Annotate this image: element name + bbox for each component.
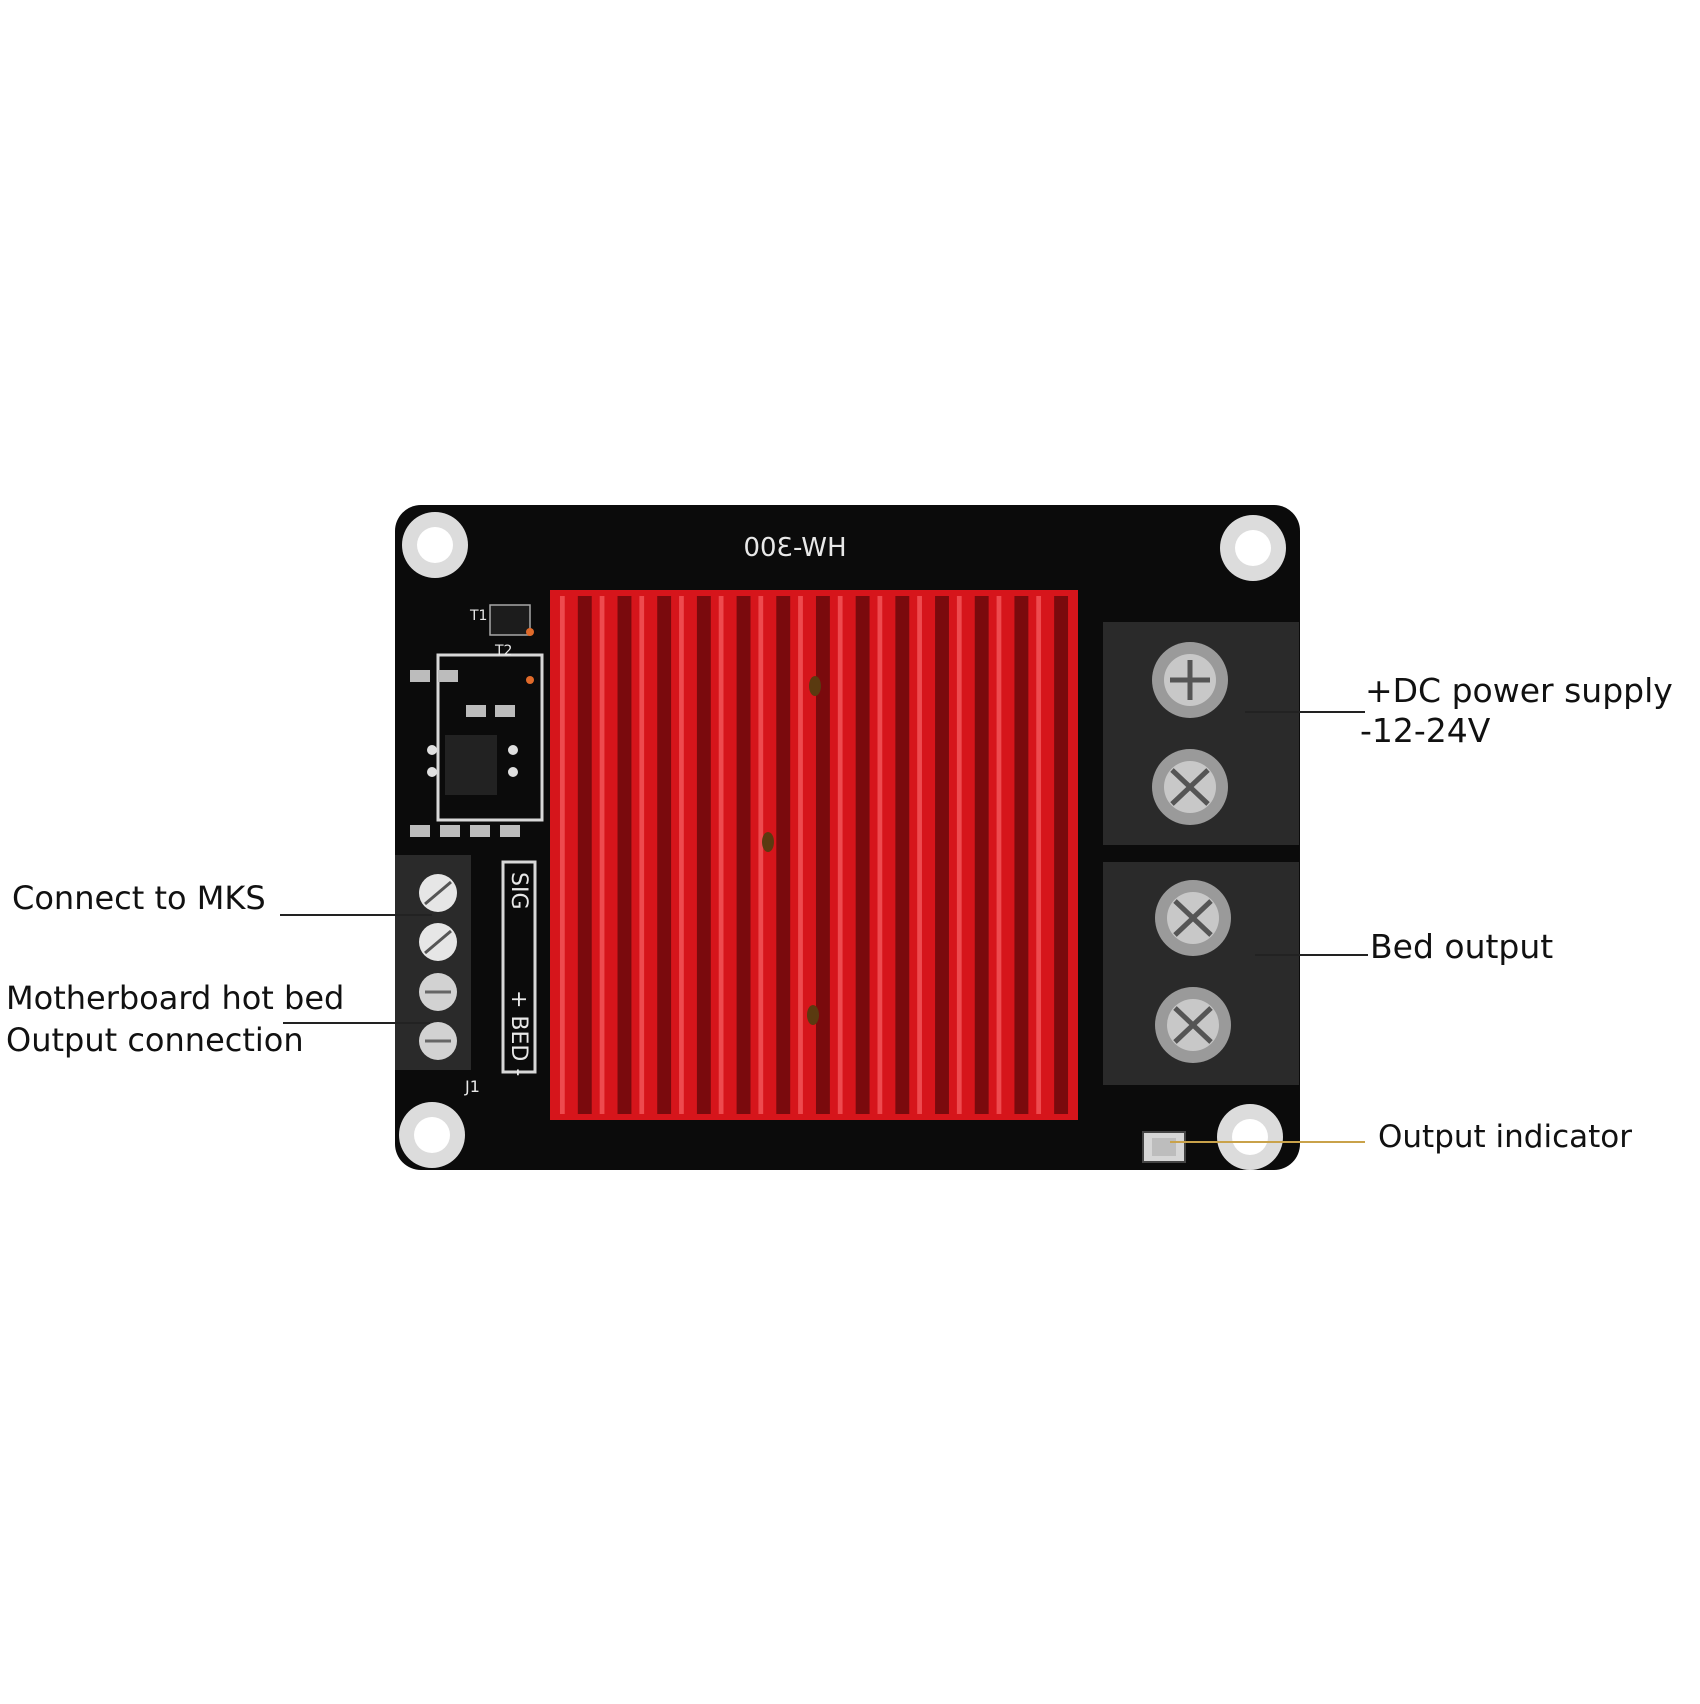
heatsink-fin-gap [657, 596, 672, 1114]
label-dc-power-line2: -12-24V [1360, 711, 1491, 750]
heatsink-fin-gap [1054, 596, 1069, 1114]
heatsink-fin-highlight [917, 596, 922, 1114]
heatsink-fin-gap [736, 596, 751, 1114]
heatsink-fin-gap [1014, 596, 1029, 1114]
heatsink-fin-gap [617, 596, 632, 1114]
power-terminal-screws [1152, 642, 1228, 825]
heatsink-fin-highlight [718, 596, 724, 1114]
rivet [762, 832, 774, 852]
bed-terminal-screws [1155, 880, 1231, 1063]
control-circuit [410, 604, 544, 837]
mounting-hole-top-right [1220, 515, 1286, 581]
heatsink-fin-gap [696, 596, 711, 1114]
silk-t2: T2 [494, 643, 512, 659]
heatsink-fin-highlight [758, 596, 764, 1114]
silk-t1: T1 [469, 608, 487, 624]
silk-box [501, 860, 537, 1074]
heatsink-fin-gap [974, 596, 989, 1114]
heatsink-fin-gap [776, 596, 791, 1114]
driver-chip [445, 735, 497, 795]
silk-j1: J1 [464, 1077, 480, 1096]
heatsink-fin-highlight [956, 596, 962, 1114]
label-bed-output: Bed output [1370, 927, 1554, 966]
rivet [807, 1005, 819, 1025]
silk-bed-label: + BED - [506, 990, 531, 1076]
rivet [809, 676, 821, 696]
label-connect-mks: Connect to MKS [12, 879, 266, 917]
heatsink-fin-highlight [877, 596, 883, 1114]
heatsink-fins [559, 596, 1069, 1114]
mounting-hole-bottom-right [1217, 1104, 1283, 1170]
heatsink-fin-highlight [559, 596, 565, 1114]
heatsink-fin-highlight [599, 596, 605, 1114]
heatsink-fin-gap [815, 596, 830, 1114]
heatsink-fin-gap [577, 596, 592, 1114]
silk-signal-label: SIG [506, 872, 531, 910]
label-dc-power-line1: +DC power supply [1365, 671, 1673, 710]
label-output-indicator: Output indicator [1378, 1119, 1632, 1155]
mounting-hole-top-left [402, 512, 468, 578]
heatsink-fin-highlight [639, 596, 645, 1114]
heatsink-fin-highlight [798, 596, 803, 1114]
signal-terminal-screws [419, 874, 457, 1060]
model-label: HW-300 [743, 533, 846, 563]
heatsink-fin-highlight [1036, 596, 1042, 1114]
heatsink-fin-highlight [837, 596, 843, 1114]
mounting-hole-bottom-left [399, 1102, 465, 1168]
heatsink-fin-highlight [996, 596, 1002, 1114]
heatsink-fin-highlight [679, 596, 684, 1114]
label-motherboard-line1: Motherboard hot bed [6, 979, 345, 1017]
heatsink-fin-gap [935, 596, 949, 1114]
heatsink-fin-gap [855, 596, 870, 1114]
heatsink-fin-gap [895, 596, 910, 1114]
label-motherboard-line2: Output connection [6, 1021, 304, 1059]
